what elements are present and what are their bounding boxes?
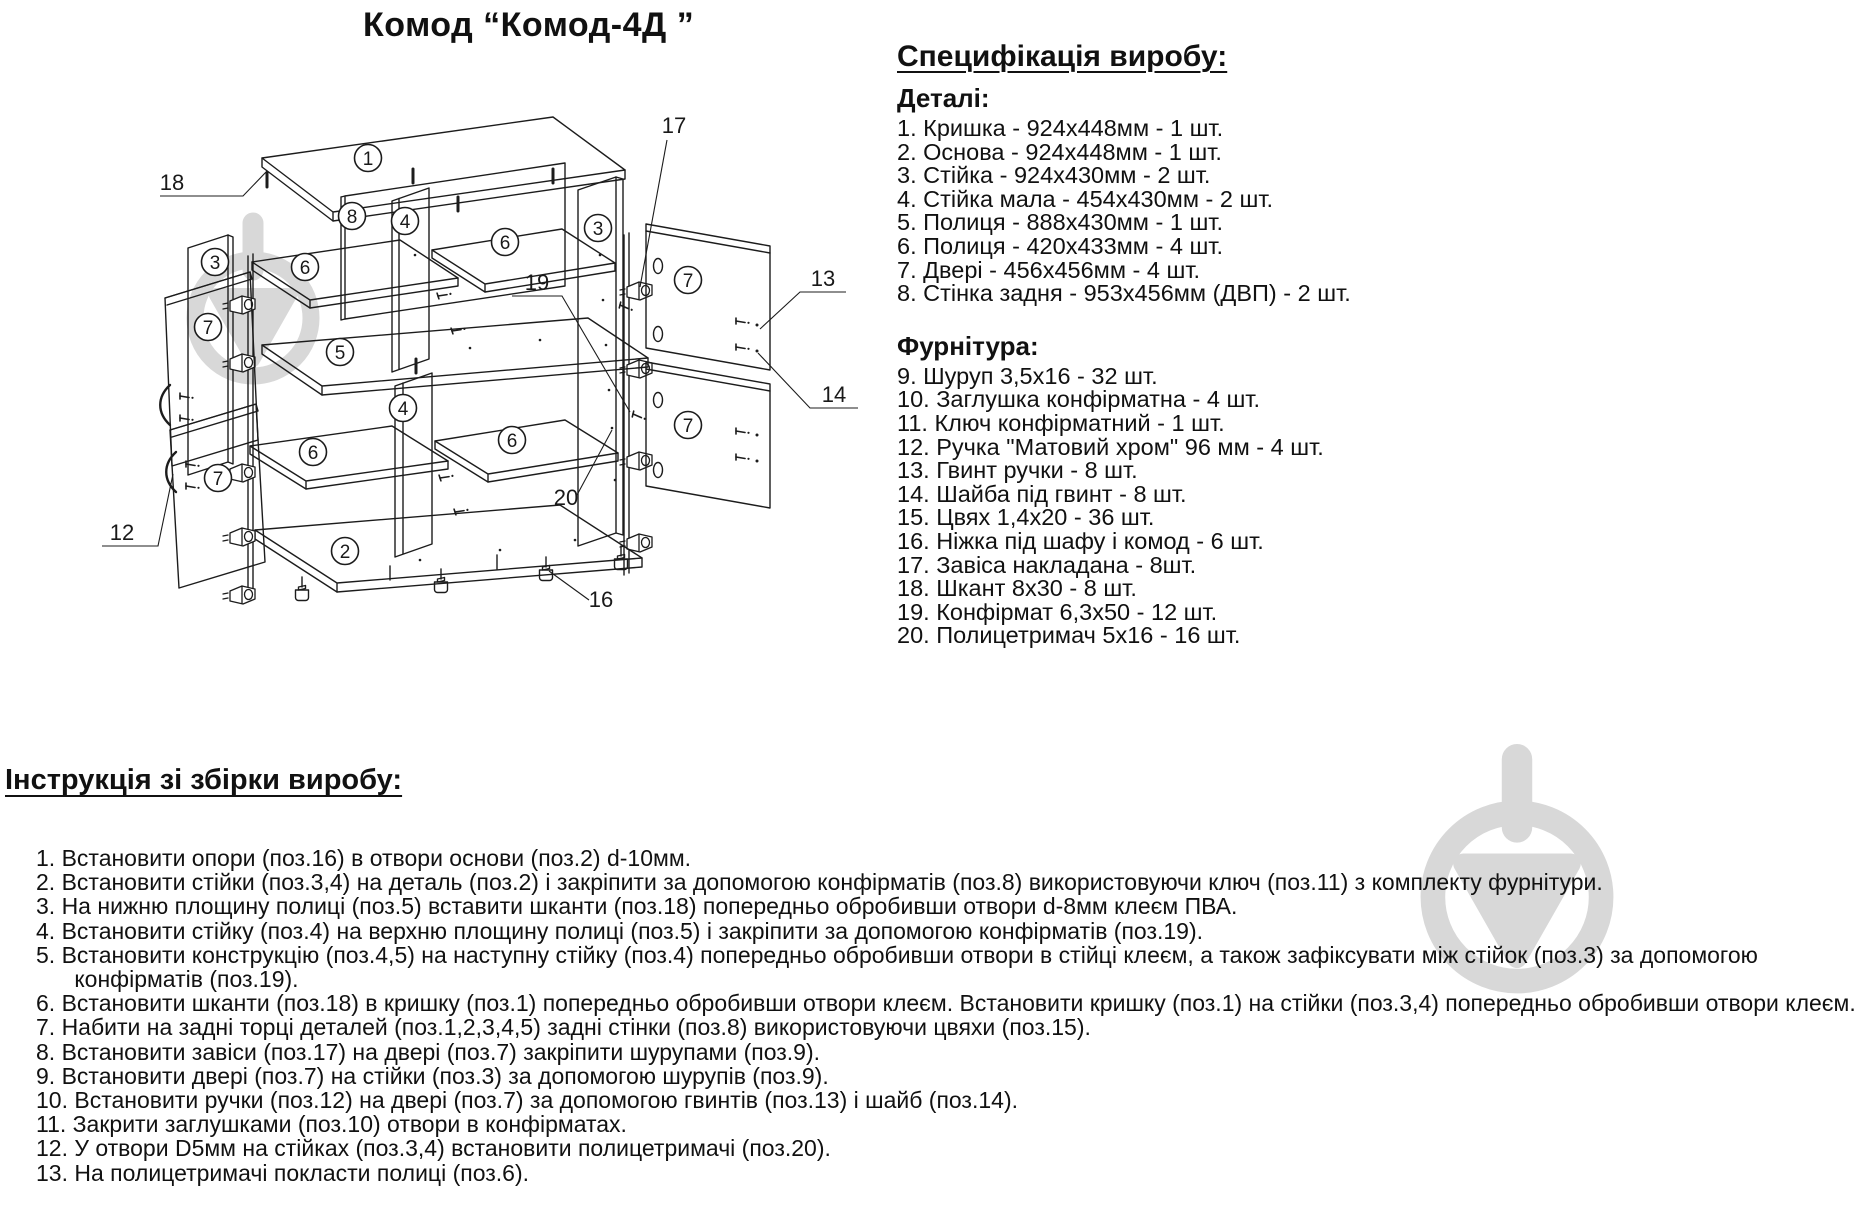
badge-6-lower-left: 6	[308, 443, 319, 464]
page-title: Комод “Комод-4Д ”	[363, 6, 695, 44]
badge-6-lower-right: 6	[507, 431, 518, 452]
callout-19: 19	[525, 270, 549, 295]
badge-3-left: 3	[210, 253, 221, 274]
hardware-heading: Фурнітура:	[897, 330, 1039, 361]
badge-1: 1	[363, 149, 374, 170]
hardware-item: 10. Заглушка конфірматна - 4 шт.	[897, 386, 1260, 413]
specification-section: Специфікація виробу: Деталі: 1. Кришка -…	[897, 40, 1497, 648]
assembly-steps-list: 1. Встановити опори (поз.16) в отвори ос…	[36, 846, 1856, 1185]
hardware-item: 13. Гвинт ручки - 8 шт.	[897, 457, 1138, 484]
detail-item: 8. Стінка задня - 953х456мм (ДВП) - 2 шт…	[897, 280, 1351, 307]
badge-6-upper-left: 6	[300, 258, 311, 279]
callout-numbers: 18 17 19 13 14 20 12 16	[110, 113, 846, 612]
part-upper-left-shelf	[251, 239, 459, 309]
callout-12: 12	[110, 520, 134, 545]
callout-20: 20	[554, 485, 578, 510]
badge-4-lower: 4	[398, 399, 409, 420]
badge-7-right-upper: 7	[683, 271, 694, 292]
detail-item: 4. Стійка мала - 454х430мм - 2 шт.	[897, 185, 1273, 212]
detail-item: 1. Кришка - 924х448мм - 1 шт.	[897, 115, 1224, 141]
callout-14: 14	[822, 382, 846, 407]
part-top-panel	[261, 116, 626, 222]
part-bottom-panel	[254, 504, 643, 593]
callout-18: 18	[160, 170, 184, 195]
specification-heading: Специфікація виробу:	[897, 40, 1228, 73]
hardware-item: 14. Шайба під гвинт - 8 шт.	[897, 480, 1187, 507]
instructions-heading: Інструкція зі збірки виробу:	[5, 764, 403, 796]
badge-7-left-lower: 7	[213, 469, 224, 490]
hardware-item: 16. Ніжка під шафу і комод - 6 шт.	[897, 527, 1264, 554]
assembly-step: 7. Набити на задні торці деталей (поз.1,…	[36, 1014, 1091, 1041]
assembly-step: 5. Встановити конструкцію (поз.4,5) на н…	[36, 941, 1758, 993]
badge-5: 5	[335, 343, 346, 364]
detail-item: 5. Полиця - 888х430мм - 1 шт.	[897, 209, 1223, 236]
part-middle-shelf	[261, 317, 649, 396]
exploded-view-lines	[159, 116, 771, 605]
hardware-item: 20. Полицетримач 5х16 - 16 шт.	[897, 622, 1241, 649]
assembly-step: 6. Встановити шканти (поз.18) в кришку (…	[36, 990, 1856, 1017]
badge-8: 8	[347, 207, 358, 228]
callout-17: 17	[662, 113, 686, 138]
badge-3-right: 3	[593, 219, 604, 240]
part-upper-right-shelf	[431, 228, 616, 293]
assembly-step: 9. Встановити двері (поз.7) на стійки (п…	[36, 1062, 829, 1089]
hardware-item: 18. Шкант 8х30 - 8 шт.	[897, 575, 1137, 602]
callout-13: 13	[811, 266, 835, 291]
detail-item: 6. Полиця - 420х433мм - 4 шт.	[897, 232, 1223, 259]
hardware-item: 9. Шуруп 3,5х16 - 32 шт.	[897, 362, 1158, 389]
badge-2: 2	[340, 542, 351, 563]
part-lower-left-shelf	[249, 425, 449, 490]
hardware-item: 11. Ключ конфірматний - 1 шт.	[897, 409, 1225, 436]
detail-item: 7. Двері - 456х456мм - 4 шт.	[897, 256, 1201, 283]
part-lower-right-shelf	[434, 419, 619, 483]
assembly-step: 3. На нижню площину полиці (поз.5) встав…	[36, 893, 1238, 920]
assembly-step: 8. Встановити завіси (поз.17) на двері (…	[36, 1038, 821, 1065]
callout-16: 16	[589, 587, 613, 612]
drill-holes	[413, 253, 617, 562]
hardware-item: 12. Ручка "Матовий хром" 96 мм - 4 шт.	[897, 433, 1324, 460]
assembly-step: 13. На полицетримачі покласти полиці (по…	[36, 1159, 530, 1186]
details-list: 1. Кришка - 924х448мм - 1 шт.2. Основа -…	[897, 115, 1497, 307]
assembly-step: 4. Встановити стійку (поз.4) на верхню п…	[36, 917, 1204, 944]
badge-7-right-lower: 7	[683, 416, 694, 437]
part-badges: 1 8 4 3 6 6 3 7 5 4 6 6 7 7 7 2	[193, 143, 703, 566]
badge-7-left-upper: 7	[203, 318, 214, 339]
detail-item: 3. Стійка - 924х430мм - 2 шт.	[897, 162, 1211, 189]
assembly-step: 2. Встановити стійки (поз.3,4) на деталь…	[36, 869, 1603, 896]
details-heading: Деталі:	[897, 83, 990, 113]
hardware-item: 19. Конфірмат 6,3х50 - 12 шт.	[897, 598, 1218, 625]
assembly-step: 10. Встановити ручки (поз.12) на двері (…	[36, 1087, 1019, 1114]
part-left-lower-door	[169, 403, 266, 589]
callout-leaders	[102, 139, 858, 601]
assembly-step: 11. Закрити заглушками (поз.10) отвори в…	[36, 1111, 627, 1138]
detail-item: 2. Основа - 924х448мм - 1 шт.	[897, 138, 1222, 165]
badge-6-upper-right: 6	[500, 233, 511, 254]
assembly-step: 1. Встановити опори (поз.16) в отвори ос…	[36, 845, 692, 871]
part-right-upper-door	[645, 223, 771, 371]
assembly-step: 12. У отвори D5мм на стійках (поз.3,4) в…	[36, 1135, 831, 1162]
badge-4-upper: 4	[400, 212, 411, 233]
hardware-item: 17. Завіса накладана - 8шт.	[897, 551, 1197, 578]
hardware-list: 9. Шуруп 3,5х16 - 32 шт.10. Заглушка кон…	[897, 362, 1497, 649]
hardware-item: 15. Цвях 1,4х20 - 36 шт.	[897, 504, 1155, 531]
part-right-lower-door	[645, 361, 771, 509]
